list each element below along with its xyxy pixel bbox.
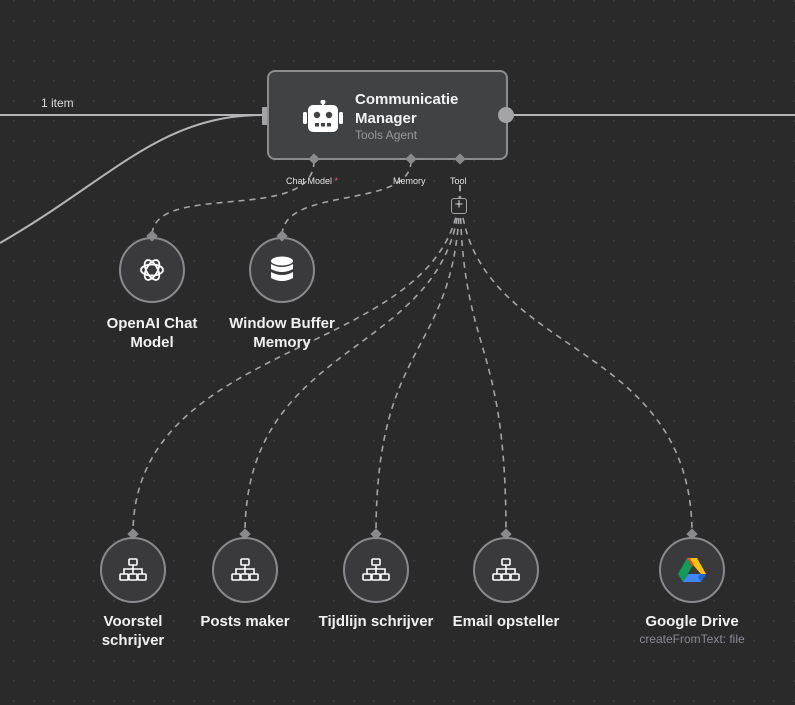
tool-subtitle-google-drive: createFromText: file bbox=[639, 632, 745, 646]
tool-node-google-drive[interactable] bbox=[659, 537, 725, 603]
agent-input-handle[interactable] bbox=[262, 107, 271, 125]
tool-connection-tijdlijn bbox=[375, 184, 461, 535]
agent-subtitle: Tools Agent bbox=[355, 128, 418, 142]
openai-chat-model-label: OpenAI Chat Model bbox=[106, 315, 198, 351]
agent-output-handle[interactable] bbox=[498, 107, 514, 123]
workflow-icon bbox=[119, 558, 147, 581]
agent-node[interactable]: Communicatie Manager Tools Agent bbox=[267, 70, 508, 160]
window-buffer-memory-node[interactable] bbox=[249, 237, 315, 303]
tool-connection-voorstel bbox=[132, 184, 461, 535]
memory-connection bbox=[281, 160, 412, 237]
tool-label-tijdlijn-schrijver: Tijdlijn schrijver bbox=[318, 613, 434, 630]
tool-node-voorstel-schrijver[interactable] bbox=[100, 537, 166, 603]
tool-node-email-opsteller[interactable] bbox=[473, 537, 539, 603]
workflow-icon bbox=[231, 558, 259, 581]
item-count-label: 1 item bbox=[41, 96, 74, 110]
memory-port-label: Memory bbox=[393, 176, 426, 186]
tool-label-posts-maker: Posts maker bbox=[200, 613, 290, 630]
required-marker: * bbox=[334, 176, 339, 186]
openai-chat-model-node[interactable] bbox=[119, 237, 185, 303]
workflow-icon bbox=[362, 558, 390, 581]
agent-title: Communicatie Manager bbox=[355, 91, 459, 127]
tool-label-google-drive: Google Drive bbox=[645, 613, 739, 630]
tool-connection-email bbox=[459, 184, 507, 535]
robot-icon bbox=[303, 100, 343, 132]
workflow-icon bbox=[492, 558, 520, 581]
tool-node-tijdlijn-schrijver[interactable] bbox=[343, 537, 409, 603]
secondary-input-connection bbox=[0, 114, 263, 244]
database-icon bbox=[271, 256, 293, 281]
tool-port-label: Tool bbox=[450, 176, 467, 186]
openai-icon bbox=[140, 259, 164, 281]
tool-connection-posts bbox=[244, 184, 461, 535]
tool-connection-drive bbox=[459, 184, 693, 535]
tool-label-email-opsteller: Email opsteller bbox=[452, 613, 560, 630]
add-tool-button[interactable]: + bbox=[451, 197, 467, 214]
google-drive-icon bbox=[678, 558, 706, 582]
window-buffer-memory-label: Window Buffer Memory bbox=[229, 315, 335, 351]
tool-label-voorstel-schrijver: Voorstel schrijver bbox=[101, 613, 165, 649]
chat-model-port-label: Chat Model * bbox=[286, 176, 339, 186]
tool-node-posts-maker[interactable] bbox=[212, 537, 278, 603]
chat-model-connection bbox=[151, 160, 315, 237]
